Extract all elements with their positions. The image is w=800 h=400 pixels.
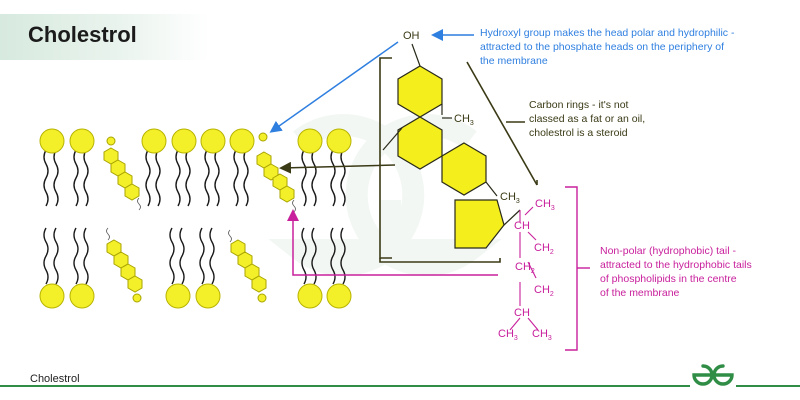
mini-cholesterol-lower-1 [106,227,143,303]
rings-line-2: classed as a fat or an oil, [529,113,646,125]
tail-annotation: Non-polar (hydrophobic) tail - attracted… [600,244,790,300]
mini-cholesterol-upper-2 [256,132,296,213]
cholesterol-molecule: OH CH3 CH3 CH3 CH CH2 CH2 CH2 [379,30,590,351]
tail-ch2-3: CH2 [534,284,554,298]
tail-ch-2: CH [514,307,530,319]
rings-arrow-to-membrane [279,161,396,174]
footer-label: Cholestrol [30,373,80,385]
oh-bond [411,43,421,67]
tail-methyl-left: CH3 [498,328,518,342]
tail-line-3: of phospholipids in the centre [600,273,737,285]
rings-line-1: Carbon rings - it's not [529,99,629,111]
ring-c [441,142,487,196]
double-bond-line [382,127,403,151]
page-title: Cholestrol [28,22,137,47]
tail-ch2-1: CH2 [534,242,554,256]
upper-heads [39,128,352,154]
embedded-cholesterol-molecules [103,132,296,303]
lipid-tails [43,149,346,285]
phospholipid-membrane [39,128,352,309]
rings-line-3: cholestrol is a steroid [529,127,628,139]
title-banner [0,14,210,60]
side-chain-bond [503,209,521,226]
tail-methyl-top: CH3 [535,198,555,212]
mini-cholesterol-lower-2 [228,229,267,303]
tail-bracket [565,186,590,351]
oh-label: OH [403,30,420,42]
tail-line-4: of the membrane [600,287,680,299]
tail-methyl-right: CH3 [532,328,552,342]
mini-cholesterol-upper-1 [103,136,141,211]
annotation-arrows [269,29,525,276]
footer-divider [0,385,800,387]
tail-ch-1: CH [514,220,530,232]
watermark-logo-icon [268,114,502,276]
ring-a [397,65,443,118]
tail-line-1: Non-polar (hydrophobic) tail - [600,245,736,257]
hydroxyl-line-1: Hydroxyl group makes the head polar and … [480,27,735,39]
methyl-label-2: CH3 [500,191,520,205]
phosphate-heads [39,128,352,309]
upper-tails [43,149,346,207]
ring-b [397,116,443,170]
tail-line-2: attracted to the hydrophobic tails [600,259,752,271]
tail-ch2-2: CH2 [515,261,535,275]
tail-arrow-to-membrane [287,209,498,276]
methyl-label-1: CH3 [454,113,474,127]
lower-heads [39,283,352,309]
steroid-rings [397,65,505,249]
ring-bracket [379,57,538,263]
hydroxyl-arrow-to-membrane [269,41,399,133]
methyl-bond-2 [485,181,498,197]
lower-tails [43,227,346,285]
hydroxyl-annotation: Hydroxyl group makes the head polar and … [480,26,780,68]
gfg-logo-icon [690,362,736,388]
hydroxyl-line-2: attracted to the phosphate heads on the … [480,41,725,53]
hydroxyl-line-3: the membrane [480,55,548,67]
rings-annotation: Carbon rings - it's not classed as a fat… [529,98,679,140]
hydrocarbon-tail [509,206,539,331]
ring-d [454,199,505,249]
